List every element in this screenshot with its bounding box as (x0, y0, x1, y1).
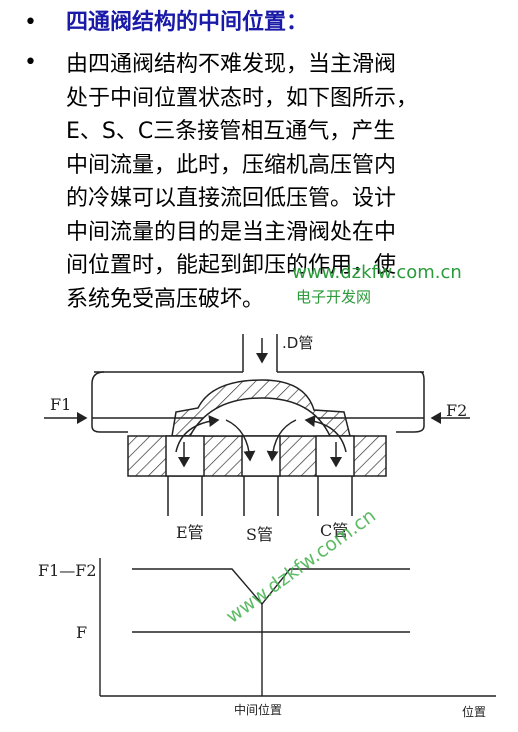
paragraph-line: E、S、C三条接管相互通气，产生 (66, 119, 396, 144)
s-pipe-label: S管 (246, 525, 273, 544)
label-middle-position: 中间位置 (234, 702, 282, 717)
slider-cavity (189, 397, 331, 437)
s-pipe (243, 476, 279, 516)
heading-bullet: • (24, 10, 37, 35)
paragraph-line: 由四通阀结构不难发现，当主滑阀 (66, 52, 397, 77)
paragraph-bullet: • (24, 50, 37, 75)
paragraph-line: 间位置时，能起到卸压的作用，使 (66, 253, 397, 278)
d-pipe-label: .D管 (282, 334, 313, 352)
c-port (315, 435, 355, 477)
watermark-url: www.dzkfw.com.cn (292, 262, 462, 283)
flow-arrow-c-in (304, 415, 347, 453)
paragraph-line: 中间流量的目的是当主滑阀处在中 (66, 219, 397, 245)
s-port (241, 435, 281, 477)
e-port (165, 435, 205, 477)
valve-diagram (44, 334, 470, 516)
flow-arrow-e-in (175, 415, 220, 453)
flow-arrow-s-left (225, 419, 256, 462)
force-graph (99, 558, 496, 697)
paragraph-line: 的冷媒可以直接流回低压管。设计 (66, 186, 397, 211)
paragraph-line: 系统免受高压破坏。 (66, 286, 265, 312)
valve-body-left (91, 371, 128, 433)
f2-label: F2 (446, 401, 467, 420)
flow-arrow-s-right (266, 419, 297, 462)
e-pipe-label: E管 (176, 523, 204, 542)
e-pipe (167, 476, 203, 516)
paragraph: 由四通阀结构不难发现，当主滑阀 处于中间位置状态时，如下图所示， E、S、C三条… (66, 48, 506, 316)
c-pipe (317, 476, 353, 516)
valve-body-right (396, 371, 425, 433)
c-pipe-label: C管 (320, 521, 348, 540)
f1-label: F1 (50, 395, 71, 414)
label-f1-f2: F1—F2 (38, 561, 97, 580)
label-position: 位置 (462, 704, 486, 719)
paragraph-line: 处于中间位置状态时，如下图所示， (66, 85, 419, 111)
label-f: F (76, 623, 87, 642)
watermark-site-name: 电子开发网 (296, 288, 372, 306)
section-heading: 四通阀结构的中间位置： (66, 10, 309, 35)
paragraph-line: 中间流量，此时，压缩机高压管内 (66, 152, 397, 178)
